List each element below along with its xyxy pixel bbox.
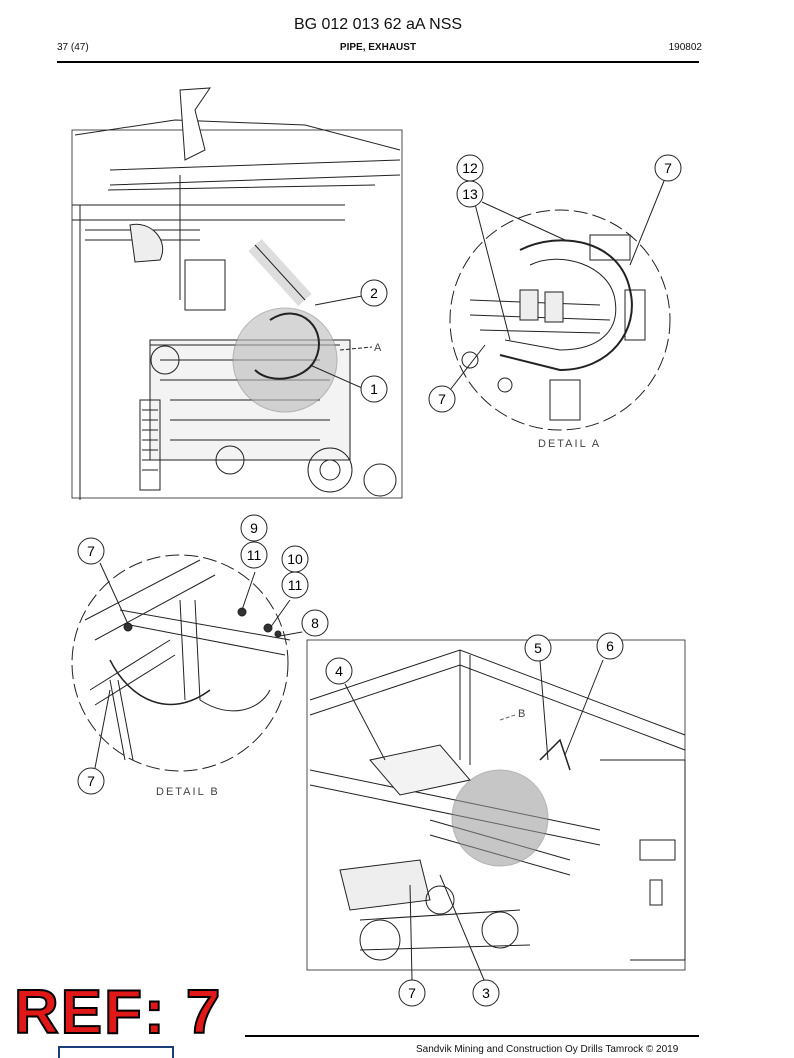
detail-b-label: DETAIL B bbox=[156, 786, 220, 798]
callout-bubble: 12 bbox=[456, 154, 484, 182]
callout-bubble: 3 bbox=[472, 979, 500, 1007]
svg-text:7: 7 bbox=[408, 985, 416, 1001]
svg-text:8: 8 bbox=[311, 615, 319, 631]
callout-bubble: 5 bbox=[524, 634, 552, 662]
detail-b-view bbox=[71, 554, 291, 772]
footer-rule bbox=[245, 1035, 699, 1037]
svg-text:1: 1 bbox=[370, 381, 378, 397]
callouts-detail-a: 12 13 7 7 bbox=[428, 154, 682, 413]
company-logo bbox=[58, 1046, 174, 1058]
detail-a-view bbox=[449, 209, 671, 431]
callout-leaders bbox=[94, 180, 665, 981]
callout-bubble: 7 bbox=[654, 154, 682, 182]
svg-text:11: 11 bbox=[288, 577, 303, 593]
callouts-main-top: 2 1 bbox=[360, 279, 388, 403]
svg-text:7: 7 bbox=[87, 773, 95, 789]
svg-text:9: 9 bbox=[250, 520, 258, 536]
callout-bubble: 7 bbox=[398, 979, 426, 1007]
svg-text:10: 10 bbox=[287, 551, 303, 567]
svg-text:3: 3 bbox=[482, 985, 490, 1001]
ref-stamp: REF: 7 bbox=[13, 978, 223, 1047]
detail-b-marker: B bbox=[499, 708, 527, 721]
page-title: PIPE, EXHAUST bbox=[339, 42, 417, 53]
date-code: 190802 bbox=[668, 42, 702, 53]
callout-bubble: 2 bbox=[360, 279, 388, 307]
callout-bubble: 13 bbox=[456, 180, 484, 208]
frame-main-view bbox=[306, 639, 686, 971]
callout-bubble: 7 bbox=[77, 537, 105, 565]
callout-bubble: 6 bbox=[596, 632, 624, 660]
callout-bubble: 7 bbox=[428, 385, 456, 413]
callout-bubble: 4 bbox=[325, 657, 353, 685]
svg-text:5: 5 bbox=[534, 640, 542, 656]
page-number: 37 (47) bbox=[57, 42, 89, 53]
document-id: BG 012 013 62 aA NSS bbox=[293, 16, 463, 33]
svg-text:7: 7 bbox=[438, 391, 446, 407]
svg-text:6: 6 bbox=[606, 638, 614, 654]
svg-text:2: 2 bbox=[370, 285, 378, 301]
svg-text:13: 13 bbox=[462, 186, 478, 202]
callout-bubble: 8 bbox=[301, 609, 329, 637]
callout-bubble: 1 bbox=[360, 375, 388, 403]
callouts-main-bottom: 4 5 6 7 3 bbox=[325, 632, 624, 1007]
callout-bubble: 11 bbox=[281, 571, 309, 599]
callouts-detail-b: 7 9 11 10 11 8 7 bbox=[77, 514, 329, 795]
svg-text:7: 7 bbox=[87, 543, 95, 559]
detail-b-marker-label: B bbox=[518, 708, 527, 720]
svg-text:4: 4 bbox=[335, 663, 343, 679]
detail-a-marker: A bbox=[374, 342, 383, 354]
callout-bubble: 10 bbox=[281, 545, 309, 573]
detail-a-label: DETAIL A bbox=[538, 438, 601, 450]
callout-bubble: 11 bbox=[240, 541, 268, 569]
callout-bubble: 9 bbox=[240, 514, 268, 542]
detail-a-marker-label: A bbox=[374, 342, 383, 354]
callout-bubble: 7 bbox=[77, 767, 105, 795]
engine-main-view bbox=[71, 87, 403, 500]
svg-text:12: 12 bbox=[462, 160, 478, 176]
svg-text:7: 7 bbox=[664, 160, 672, 176]
svg-text:11: 11 bbox=[247, 547, 262, 563]
header-rule bbox=[57, 61, 699, 63]
footer-copyright: Sandvik Mining and Construction Oy Drill… bbox=[416, 1044, 679, 1055]
